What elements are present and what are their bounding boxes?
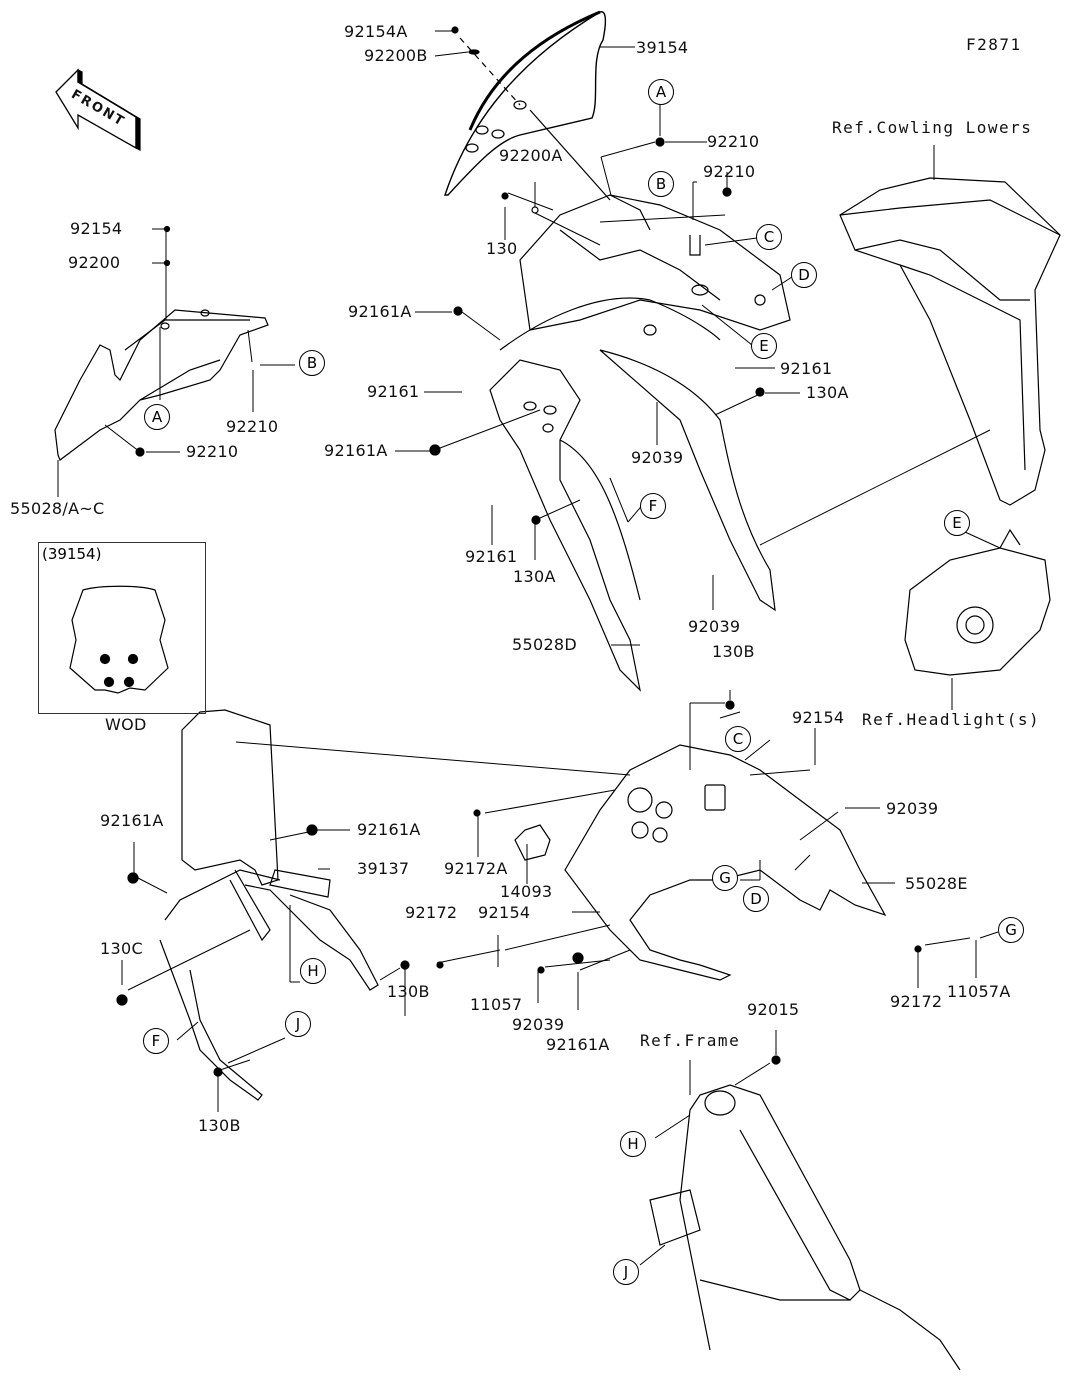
part-label[interactable]: 130B: [712, 642, 755, 661]
figure-id: F2871: [966, 35, 1022, 54]
leader-lines: [57, 30, 1001, 1266]
callout-B[interactable]: B: [299, 350, 325, 376]
part-label[interactable]: 92161: [780, 359, 833, 378]
part-label[interactable]: 92161: [367, 382, 420, 401]
headlight-ref: [904, 528, 1051, 676]
inner-cover-55028D: [489, 359, 641, 692]
part-label[interactable]: 92154: [70, 219, 123, 238]
ref-frame-label[interactable]: Ref.Frame: [640, 1031, 741, 1050]
part-label[interactable]: 92015: [747, 1000, 800, 1019]
callout-E[interactable]: E: [751, 333, 777, 359]
callout-G[interactable]: G: [712, 865, 738, 891]
ref-headlights-label[interactable]: Ref.Headlight(s): [862, 710, 1041, 729]
part-label[interactable]: 92039: [886, 799, 939, 818]
windscreen-39154: [444, 10, 611, 201]
part-label[interactable]: 130A: [806, 383, 849, 402]
part-label[interactable]: 39137: [357, 859, 410, 878]
callout-E[interactable]: E: [944, 510, 970, 536]
part-label[interactable]: 92154: [478, 903, 531, 922]
meter-stay-39137: [159, 709, 379, 1101]
part-label[interactable]: 92200: [68, 253, 121, 272]
part-label[interactable]: 92161A: [546, 1035, 610, 1054]
callout-J[interactable]: J: [285, 1011, 311, 1037]
part-label[interactable]: 39154: [636, 38, 689, 57]
part-label[interactable]: 92161A: [100, 811, 164, 830]
inner-cowling-upper: [499, 194, 791, 351]
part-label[interactable]: 92200B: [364, 46, 428, 65]
part-label[interactable]: 92161A: [357, 820, 421, 839]
callout-F[interactable]: F: [143, 1028, 169, 1054]
part-label[interactable]: 92172: [405, 903, 458, 922]
callout-F[interactable]: F: [640, 493, 666, 519]
part-label[interactable]: 55028/A~C: [10, 499, 105, 518]
side-cowl-55028ABC: [54, 309, 269, 461]
cowling-lowers-ref: [839, 177, 1061, 506]
inner-cover-55028E: [514, 744, 887, 981]
callout-A[interactable]: A: [648, 79, 674, 105]
part-label[interactable]: 130: [486, 239, 518, 258]
part-label[interactable]: 92154: [792, 708, 845, 727]
part-label[interactable]: 55028E: [905, 874, 968, 893]
callout-G[interactable]: G: [998, 917, 1024, 943]
callout-B[interactable]: B: [648, 171, 674, 197]
windscreen-variant-inset: (39154): [38, 542, 206, 714]
part-label[interactable]: 14093: [500, 882, 553, 901]
part-label[interactable]: 55028D: [512, 635, 578, 654]
part-label[interactable]: 92210: [703, 162, 756, 181]
part-label[interactable]: 92210: [186, 442, 239, 461]
part-label[interactable]: 92210: [226, 417, 279, 436]
part-label[interactable]: 92172A: [444, 859, 508, 878]
part-label[interactable]: 92161A: [348, 302, 412, 321]
part-label[interactable]: 11057A: [947, 982, 1011, 1001]
frame-ref: [649, 1084, 961, 1371]
part-label[interactable]: 92154A: [344, 22, 408, 41]
callout-C[interactable]: C: [725, 726, 751, 752]
part-label[interactable]: 92039: [512, 1015, 565, 1034]
callout-A[interactable]: A: [144, 404, 170, 430]
part-label[interactable]: 130C: [100, 939, 143, 958]
fastener-markers: [116, 137, 922, 1077]
callout-D[interactable]: D: [791, 262, 817, 288]
part-label[interactable]: 11057: [470, 995, 523, 1014]
part-label[interactable]: 130B: [387, 982, 430, 1001]
part-label[interactable]: 92039: [631, 448, 684, 467]
part-label[interactable]: 92161: [465, 547, 518, 566]
part-label[interactable]: 92161A: [324, 441, 388, 460]
inset-caption: WOD: [105, 715, 147, 734]
part-label[interactable]: 130A: [513, 567, 556, 586]
inset-title: (39154): [42, 545, 102, 563]
callout-H[interactable]: H: [300, 958, 326, 984]
callout-J[interactable]: J: [613, 1259, 639, 1285]
part-label[interactable]: 92210: [707, 132, 760, 151]
front-arrow-icon: [55, 68, 141, 151]
part-label[interactable]: 92039: [688, 617, 741, 636]
part-label[interactable]: 130B: [198, 1116, 241, 1135]
callout-H[interactable]: H: [620, 1131, 646, 1157]
part-label[interactable]: 92172: [890, 992, 943, 1011]
inner-cover-right-arm: [599, 349, 776, 612]
callout-C[interactable]: C: [756, 224, 782, 250]
inset-windscreen-shape: [69, 585, 169, 694]
part-label[interactable]: 92200A: [499, 146, 563, 165]
ref-cowling-lowers-label[interactable]: Ref.Cowling Lowers: [832, 118, 1033, 137]
callout-D[interactable]: D: [743, 886, 769, 912]
